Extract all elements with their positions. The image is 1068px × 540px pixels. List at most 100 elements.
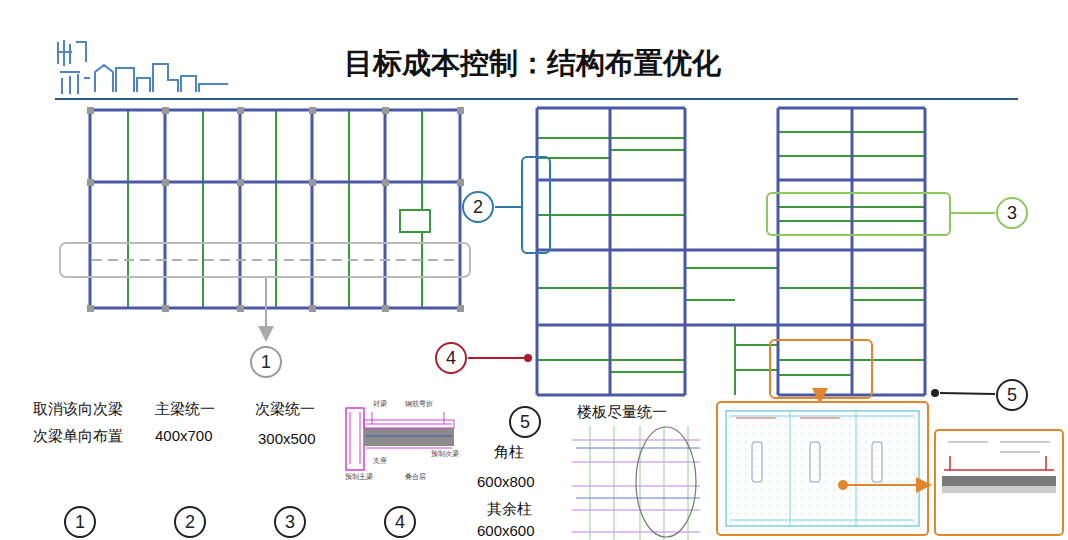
detail-annotation: 预制主梁 — [344, 472, 374, 482]
main-beam — [90, 110, 460, 308]
column — [309, 305, 316, 312]
callout-number: 1 — [64, 506, 96, 538]
callout-text: 4 — [395, 512, 405, 533]
column — [457, 305, 464, 312]
callout-text: 3 — [1007, 203, 1017, 224]
column — [309, 179, 316, 186]
secondary-beam — [685, 268, 778, 395]
slab-section-detail — [942, 486, 1056, 493]
callout-text: 1 — [75, 512, 85, 533]
logo — [58, 40, 228, 94]
callout-frame — [767, 193, 950, 235]
slab-plan-detail — [736, 418, 840, 419]
note-text: 400x700 — [155, 427, 213, 444]
callout-text: 1 — [261, 352, 271, 373]
column — [237, 305, 244, 312]
column — [87, 305, 94, 312]
slab-detail — [636, 427, 696, 537]
note-text: 600x800 — [477, 473, 535, 490]
column — [87, 107, 464, 312]
slab-detail — [576, 448, 700, 498]
slab-plan-detail — [730, 411, 914, 526]
note-text: 其余柱 — [487, 500, 532, 519]
callout-text: 2 — [185, 512, 195, 533]
leader-line — [951, 212, 995, 214]
note-text: 主梁统一 — [155, 400, 215, 419]
callout-number: 2 — [174, 506, 206, 538]
leader-line — [495, 206, 521, 208]
leader-dot — [524, 354, 532, 362]
logo — [58, 40, 90, 94]
main-beam — [685, 250, 778, 325]
detail-annotation: 封梁 — [372, 399, 388, 409]
beam-joint-detail — [364, 428, 454, 446]
column — [382, 107, 389, 114]
header-rule — [55, 98, 1018, 100]
column — [162, 107, 169, 114]
detail-annotation: 支座 — [372, 456, 388, 466]
main-beam — [90, 110, 460, 308]
detail-annotation: 钢筋弯折 — [404, 399, 434, 409]
column — [457, 107, 464, 114]
note-text: 300x500 — [258, 430, 316, 447]
leader-line — [468, 357, 525, 359]
column — [237, 107, 244, 114]
slab-plan-detail — [838, 480, 848, 490]
callout-number: 4 — [435, 342, 467, 374]
column — [309, 107, 316, 114]
note-text: 次梁统一 — [255, 400, 315, 419]
slab-detail — [572, 426, 700, 540]
column — [87, 179, 94, 186]
logo — [95, 64, 228, 92]
callout-frame — [770, 340, 872, 398]
detail-annotation: 预制次梁 — [430, 449, 460, 459]
leader-line — [940, 393, 995, 394]
slab-plan-detail — [717, 402, 930, 535]
slab-section-detail — [935, 430, 1063, 535]
callout-number: 5 — [996, 379, 1028, 411]
beam-joint-detail — [346, 408, 454, 470]
slab-plan-detail — [752, 442, 762, 482]
column — [237, 179, 244, 186]
callout-text: 3 — [285, 512, 295, 533]
callout-text: 2 — [473, 197, 483, 218]
callout-number: 5 — [509, 406, 541, 438]
column — [162, 179, 169, 186]
slab-plan-detail — [726, 411, 919, 526]
slab-plan-detail — [872, 442, 882, 482]
callout-text: 5 — [1007, 385, 1017, 406]
slab-section-detail — [948, 442, 1050, 452]
callout-number: 3 — [274, 506, 306, 538]
slab-section-detail — [942, 476, 1056, 486]
beam-joint-detail — [346, 408, 364, 470]
slide-title: 目标成本控制：结构布置优化 — [344, 44, 721, 84]
secondary-beam — [537, 132, 925, 395]
main-beam — [778, 108, 925, 395]
slab-plan-detail — [810, 442, 820, 482]
removed-beam — [92, 259, 458, 261]
slab-section-detail — [944, 456, 1054, 470]
column — [382, 305, 389, 312]
note-text: 600x600 — [477, 522, 535, 539]
callout-text: 5 — [520, 412, 530, 433]
slab-detail — [590, 426, 688, 540]
callout-number: 2 — [462, 191, 494, 223]
slab-plan-detail — [717, 402, 928, 535]
slab-section-detail — [935, 430, 1063, 535]
callout-frame — [522, 157, 550, 253]
slab-plan-detail — [848, 484, 930, 486]
main-beam — [537, 108, 685, 395]
detail-annotation: 叠合层 — [404, 472, 427, 482]
note-text: 角柱 — [494, 443, 524, 462]
secondary-beam — [128, 110, 422, 308]
secondary-beam — [400, 210, 430, 232]
callout-number: 4 — [384, 506, 416, 538]
note-text: 取消该向次梁 — [33, 400, 123, 419]
column — [162, 305, 169, 312]
note-text: 楼板尽量统一 — [577, 403, 667, 422]
callout-frame — [60, 243, 470, 277]
beam-joint-detail — [366, 436, 452, 437]
leader-line — [265, 278, 267, 340]
column — [382, 179, 389, 186]
